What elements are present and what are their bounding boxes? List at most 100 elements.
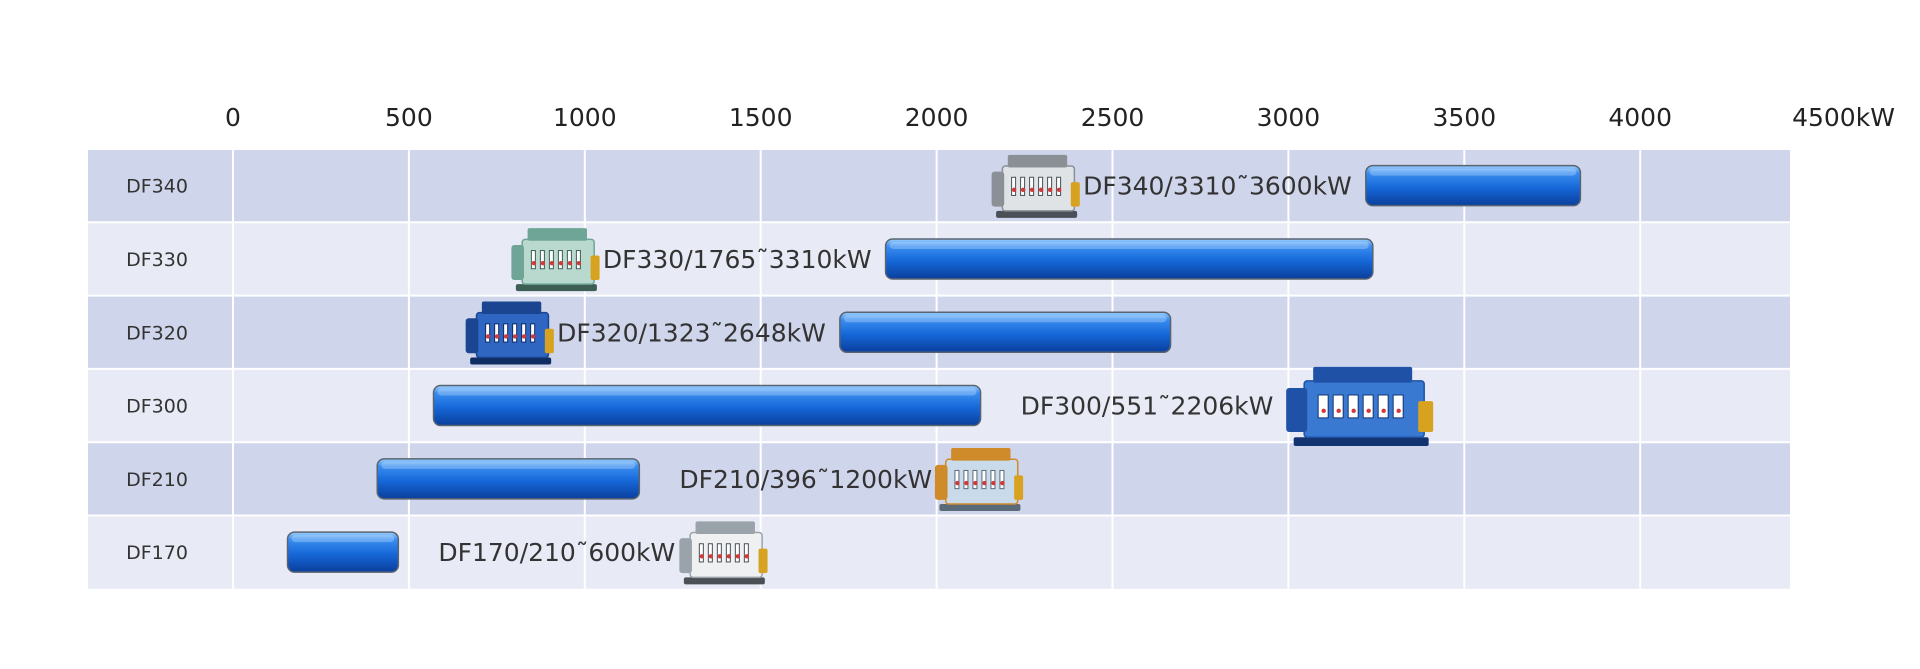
- x-tick-label: 2000: [905, 103, 969, 132]
- range-label: DF330/1765˜3310kW: [603, 245, 872, 274]
- x-tick-label: 0: [225, 103, 241, 132]
- cylinder-panel: [707, 543, 713, 563]
- cylinder-panel: [990, 469, 996, 490]
- cylinder-panel: [1047, 176, 1053, 196]
- range-bar-highlight: [1369, 168, 1577, 176]
- indicator-dot: [1321, 408, 1326, 414]
- range-label: DF170/210˜600kW: [438, 538, 675, 567]
- cylinder-panel: [954, 469, 960, 490]
- indicator-dot: [531, 260, 537, 266]
- cylinder-panel: [972, 469, 978, 490]
- engine-base: [996, 210, 1078, 218]
- cylinder-panel: [1332, 394, 1344, 419]
- indicator-dot: [1011, 187, 1017, 193]
- cylinder-panel: [999, 469, 1005, 490]
- cylinder-panel: [1377, 394, 1389, 419]
- cylinder-panel: [503, 323, 509, 343]
- cylinder-panel: [743, 543, 749, 563]
- indicator-dot: [717, 554, 723, 559]
- engine-flywheel: [679, 538, 692, 574]
- cylinder-panel: [1317, 394, 1329, 419]
- x-tick-label: 4500kW: [1792, 103, 1895, 132]
- row-category-label: DF170: [126, 542, 188, 564]
- indicator-dot: [1047, 187, 1053, 193]
- engine-head: [1007, 154, 1068, 168]
- cylinder-panel: [521, 323, 527, 343]
- x-tick-label: 3000: [1257, 103, 1321, 132]
- indicator-dot: [744, 554, 750, 559]
- engine-blue-icon: [465, 301, 554, 365]
- cylinder-panel: [1029, 176, 1035, 196]
- indicator-dot: [1056, 187, 1062, 193]
- indicator-dot: [1396, 408, 1401, 414]
- indicator-dot: [699, 554, 705, 559]
- cylinder-panel: [548, 250, 554, 270]
- engine-head: [951, 448, 1011, 461]
- cylinder-panel: [1362, 394, 1374, 419]
- range-label: DF340/3310˜3600kW: [1083, 172, 1352, 201]
- indicator-dot: [708, 554, 714, 559]
- engine-base: [515, 284, 597, 292]
- indicator-dot: [1381, 408, 1386, 414]
- indicator-dot: [494, 334, 500, 339]
- row-category-label: DF330: [126, 249, 188, 271]
- x-tick-label: 3500: [1432, 103, 1496, 132]
- engine-pump: [1070, 182, 1080, 207]
- indicator-dot: [973, 480, 978, 486]
- indicator-dot: [503, 334, 509, 339]
- cylinder-panel: [530, 250, 536, 270]
- indicator-dot: [735, 554, 741, 559]
- cylinder-panel: [575, 250, 581, 270]
- engine-flywheel: [465, 318, 479, 354]
- row-category-label: DF300: [126, 396, 188, 418]
- indicator-dot: [549, 260, 555, 266]
- indicator-dot: [982, 480, 987, 486]
- cylinder-panel: [963, 469, 969, 490]
- cylinder-panel: [1347, 394, 1359, 419]
- indicator-dot: [485, 334, 491, 339]
- row-category-label: DF320: [126, 322, 188, 344]
- engine-flywheel: [1286, 387, 1308, 432]
- row-category-label: DF340: [126, 176, 188, 198]
- indicator-dot: [1000, 480, 1005, 486]
- engine-white-icon: [679, 521, 768, 585]
- indicator-dot: [530, 334, 536, 339]
- indicator-dot: [558, 260, 564, 266]
- range-label: DF300/551˜2206kW: [1021, 392, 1274, 421]
- indicator-dot: [512, 334, 518, 339]
- indicator-dot: [1020, 187, 1026, 193]
- range-bar-highlight: [437, 388, 977, 396]
- indicator-dot: [1366, 408, 1371, 414]
- indicator-dot: [1336, 408, 1341, 414]
- range-label: DF320/1323˜2648kW: [557, 318, 826, 347]
- cylinder-panel: [485, 323, 491, 343]
- engine-pump: [544, 328, 554, 354]
- engine-flywheel: [991, 171, 1005, 207]
- indicator-dot: [1351, 408, 1356, 414]
- indicator-dot: [964, 480, 969, 486]
- engine-pump: [1418, 401, 1434, 432]
- engine-head: [695, 521, 755, 534]
- cylinder-panel: [512, 323, 518, 343]
- engine-base: [683, 577, 765, 585]
- engine-green-icon: [511, 228, 600, 292]
- x-tick-label: 4000: [1608, 103, 1672, 132]
- x-tick-label: 2500: [1081, 103, 1145, 132]
- cylinder-panel: [734, 543, 740, 563]
- engine-head: [1313, 366, 1413, 383]
- cylinder-panel: [1011, 176, 1017, 196]
- engine-base: [1293, 437, 1429, 447]
- engine-base: [939, 504, 1021, 512]
- engine-grey-icon: [991, 154, 1080, 218]
- cylinder-panel: [725, 543, 731, 563]
- cylinder-panel: [1056, 176, 1062, 196]
- indicator-dot: [726, 554, 732, 559]
- cylinder-panel: [566, 250, 572, 270]
- range-bar-highlight: [291, 535, 395, 543]
- x-tick-label: 1500: [729, 103, 793, 132]
- cylinder-panel: [716, 543, 722, 563]
- indicator-dot: [1038, 187, 1044, 193]
- engine-pump: [590, 255, 600, 280]
- row-category-label: DF210: [126, 469, 188, 491]
